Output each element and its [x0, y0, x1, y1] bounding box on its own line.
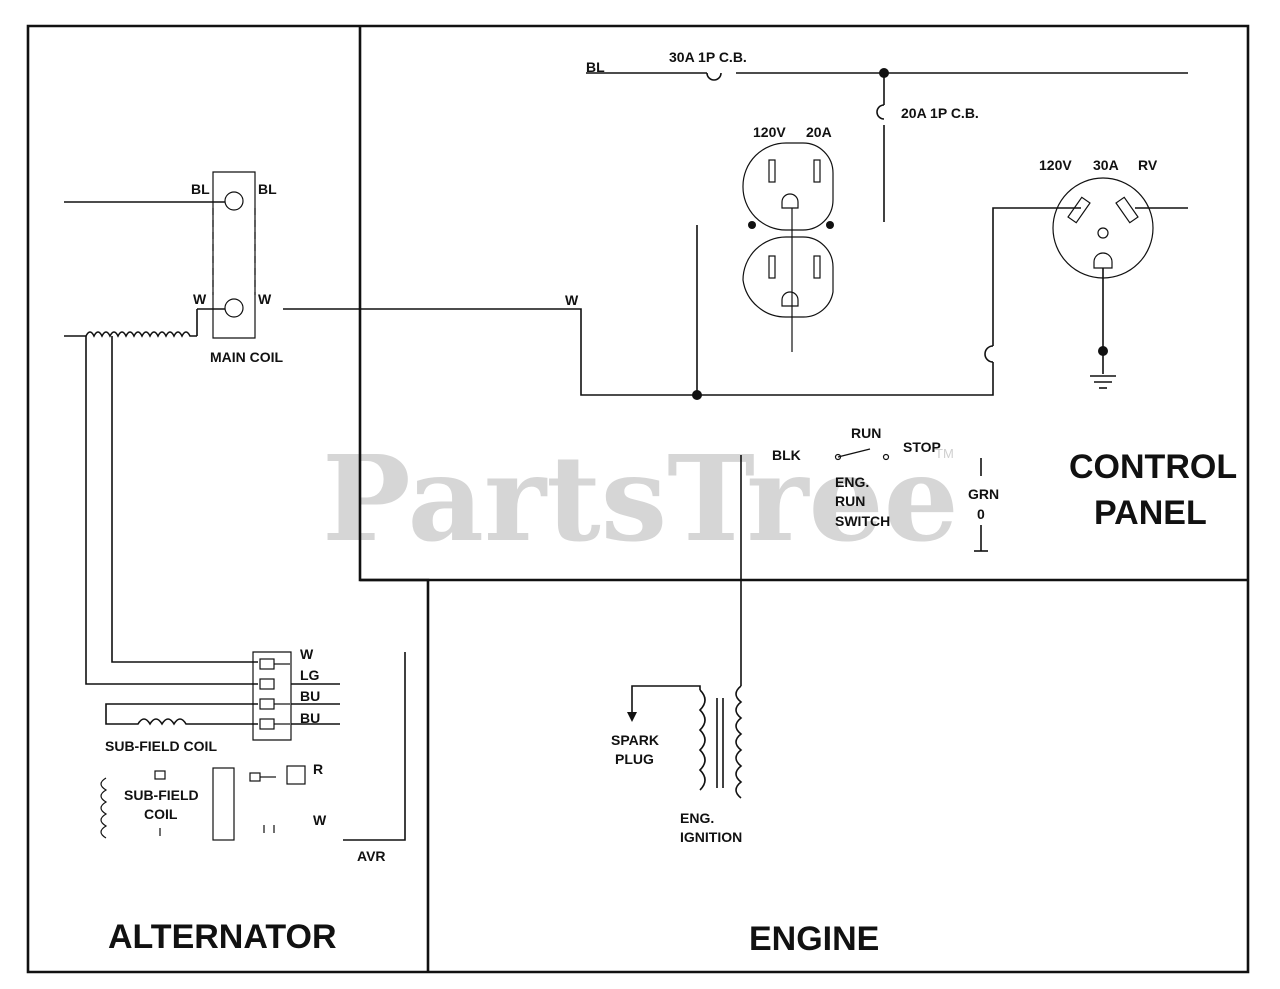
- avr-outline: [343, 652, 406, 841]
- label-blk: BLK: [772, 447, 801, 463]
- ignition-primary-coil: [698, 689, 706, 791]
- label-cb-30a: 30A 1P C.B.: [669, 49, 747, 65]
- label-avr-bu1: BU: [300, 688, 320, 704]
- main-coil-terminal-block: [212, 171, 256, 339]
- label-outlet-120v: 120V: [753, 124, 786, 140]
- label-sub-field-coil: SUB-FIELD COIL: [105, 738, 217, 754]
- label-avr: AVR: [357, 848, 386, 864]
- label-bl-left: BL: [191, 181, 210, 197]
- label-avr-lg: LG: [300, 667, 320, 683]
- label-main-coil: MAIN COIL: [210, 349, 284, 365]
- label-avr-w: W: [300, 646, 314, 662]
- section-title-engine: ENGINE: [749, 920, 879, 958]
- section-title-control: CONTROL: [1069, 448, 1237, 486]
- label-switch-2: RUN: [835, 493, 865, 509]
- terminal-w: [224, 298, 244, 318]
- engine-section: [627, 455, 743, 799]
- duplex-outlet: [742, 142, 834, 352]
- label-zero: 0: [977, 506, 985, 522]
- avr-connector: [252, 651, 292, 741]
- terminal-bl: [224, 191, 244, 211]
- crossover-symbol: [984, 345, 994, 363]
- watermark-tm: TM: [935, 446, 954, 461]
- label-avr-r: R: [313, 761, 323, 777]
- label-sub-field-inner-2: COIL: [144, 806, 178, 822]
- label-grn: GRN: [968, 486, 999, 502]
- label-bl-right: BL: [258, 181, 277, 197]
- section-title-panel: PANEL: [1094, 494, 1207, 532]
- label-stop: STOP: [903, 439, 941, 455]
- label-rv: RV: [1138, 157, 1158, 173]
- label-cp-w: W: [565, 292, 579, 308]
- section-boxes: [26, 24, 1250, 974]
- spark-plug-arrow: [627, 712, 637, 722]
- switch-contact-run: [834, 453, 842, 461]
- control-panel-section: [567, 68, 1188, 552]
- label-run: RUN: [851, 425, 881, 441]
- label-bl: BL: [586, 59, 605, 75]
- label-rv-120v: 120V: [1039, 157, 1072, 173]
- label-ign-1: ENG.: [680, 810, 714, 826]
- main-coil-winding: [64, 331, 197, 338]
- label-outlet-20a: 20A: [806, 124, 832, 140]
- label-sub-field-inner-1: SUB-FIELD: [124, 787, 199, 803]
- alternator-section: [64, 171, 567, 841]
- section-title-alternator: ALTERNATOR: [108, 918, 337, 956]
- cb-20a-symbol: [876, 104, 885, 120]
- label-ign-2: IGNITION: [680, 829, 742, 845]
- rv-receptacle: [1052, 177, 1188, 389]
- switch-contact-stop: [882, 453, 890, 461]
- label-avr-bu2: BU: [300, 710, 320, 726]
- cb-30a-symbol: [706, 72, 722, 81]
- label-rv-30a: 30A: [1093, 157, 1119, 173]
- label-spark-2: PLUG: [615, 751, 654, 767]
- label-switch-1: ENG.: [835, 474, 869, 490]
- label-w-right: W: [258, 291, 272, 307]
- ignition-secondary-coil: [735, 685, 743, 799]
- label-switch-3: SWITCH: [835, 513, 890, 529]
- label-w-left: W: [193, 291, 207, 307]
- label-cb-20a: 20A 1P C.B.: [901, 105, 979, 121]
- label-spark-1: SPARK: [611, 732, 659, 748]
- watermark: PartsTree: [322, 429, 959, 568]
- sub-field-coil-symbol: [100, 777, 108, 839]
- label-avr-w2: W: [313, 812, 327, 828]
